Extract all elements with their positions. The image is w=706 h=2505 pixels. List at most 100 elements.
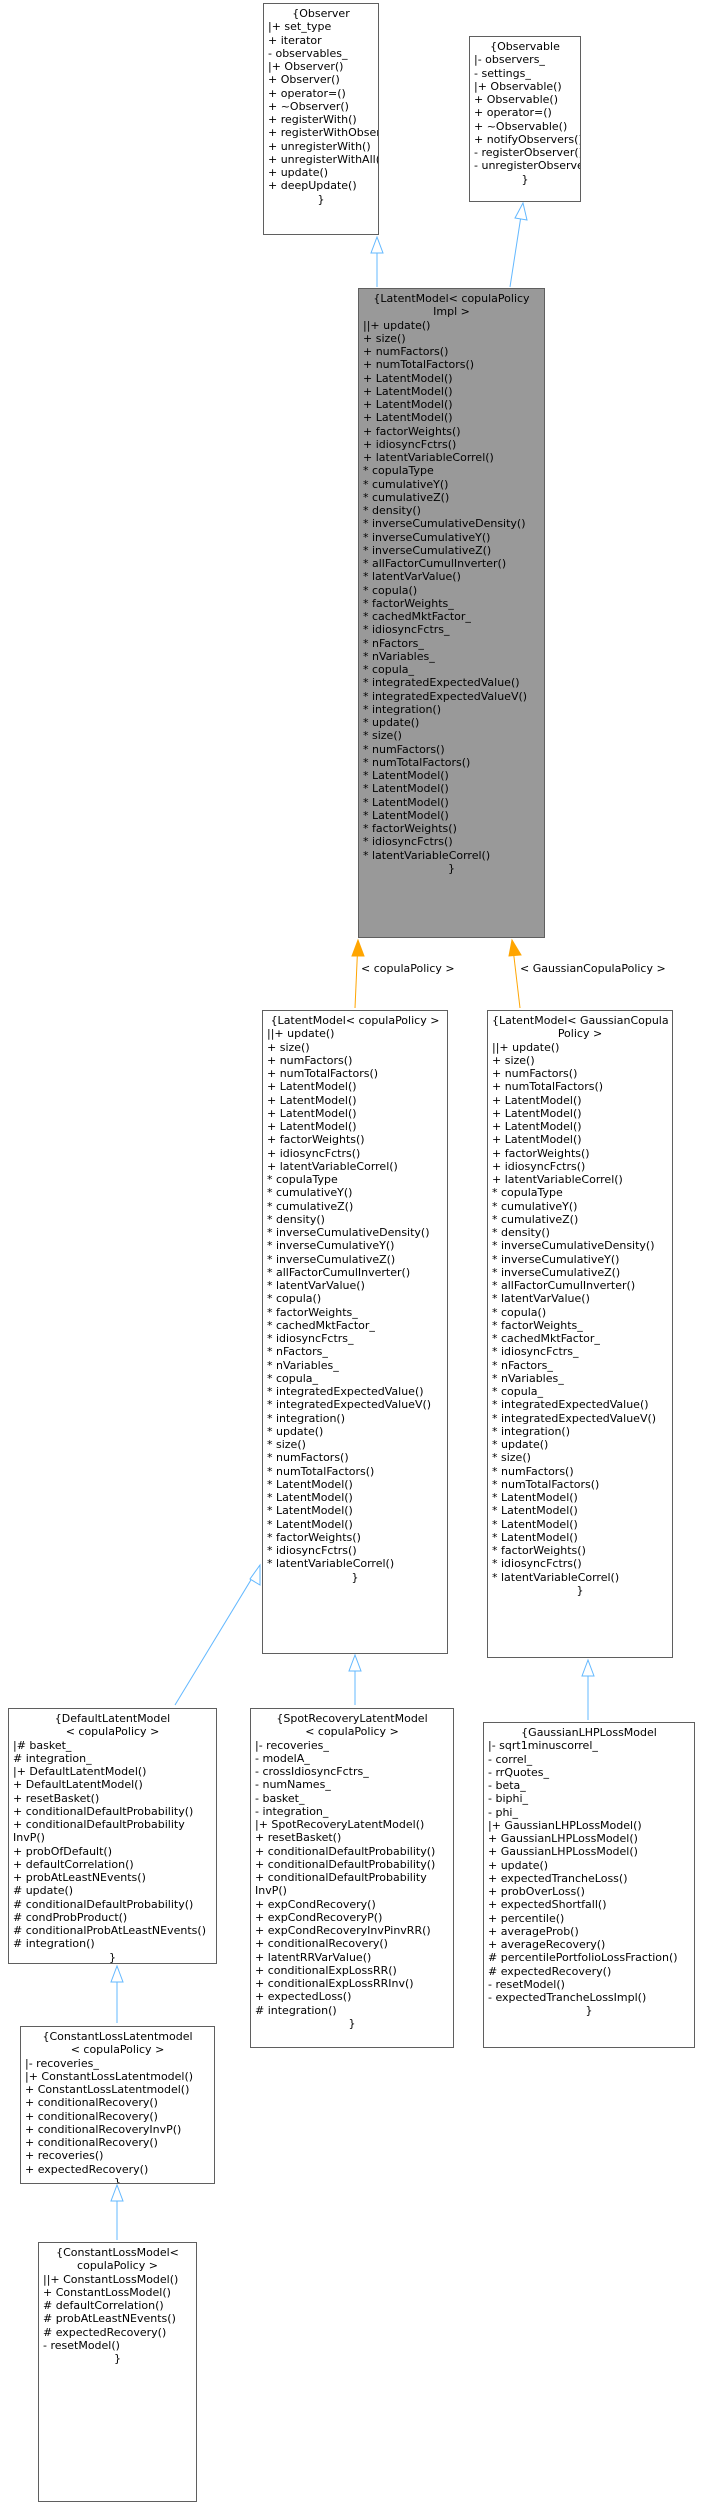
class-member: + update()	[268, 166, 329, 179]
class-default-latent-model[interactable]: {DefaultLatentModel < copulaPolicy >|# b…	[8, 1708, 217, 1964]
class-member: + registerWith()	[268, 113, 357, 126]
class-member: + averageRecovery()	[488, 1938, 606, 1951]
class-title: {DefaultLatentModel < copulaPolicy >	[54, 1712, 171, 1739]
edge-label-gaussian: < GaussianCopulaPolicy >	[520, 962, 666, 975]
class-member: * cumulativeZ()	[492, 1212, 579, 1226]
class-member: * cachedMktFactor_	[492, 1332, 600, 1345]
class-member: + defaultCorrelation()	[13, 1857, 134, 1871]
class-member: |- recoveries_	[255, 1738, 329, 1752]
class-member: InvP()	[13, 1831, 45, 1845]
class-member: + idiosyncFctrs()	[363, 437, 457, 451]
class-member: * inverseCumulativeDensity()	[267, 1226, 430, 1239]
class-member: + deepUpdate()	[268, 179, 357, 193]
class-member: |+ Observer()	[268, 60, 344, 73]
class-member: * integration()	[363, 702, 442, 716]
class-member: # percentilePortfolioLossFraction()	[488, 1951, 678, 1965]
class-member: + percentile()	[488, 1911, 565, 1925]
class-member: + ConstantLossLatentmodel()	[25, 2083, 190, 2096]
class-member: * factorWeights()	[267, 1530, 361, 1544]
class-member: * idiosyncFctrs_	[363, 623, 450, 637]
class-close-brace: }	[576, 1583, 584, 1597]
class-member: + ~Observer()	[268, 99, 349, 113]
edge-gaussian-lhp	[581, 1658, 595, 1720]
class-member: ||+ update()	[492, 1040, 560, 1054]
class-member: + probAtLeastNEvents()	[13, 1871, 146, 1884]
class-member: - numNames_	[255, 1778, 331, 1792]
class-observer[interactable]: {Observer|+ set_type+ iterator- observab…	[263, 3, 379, 235]
class-member: * integratedExpectedValueV()	[492, 1411, 657, 1425]
class-member: * LatentModel()	[363, 808, 449, 822]
class-member: * numFactors()	[267, 1451, 349, 1465]
class-member: + resetBasket()	[255, 1831, 342, 1845]
class-member: * size()	[492, 1451, 531, 1465]
class-member: + conditionalRecovery()	[25, 2136, 158, 2149]
class-gaussian-lhp-loss-model[interactable]: {GaussianLHPLossModel|- sqrt1minuscorrel…	[483, 1722, 695, 2048]
class-member: |+ GaussianLHPLossModel()	[488, 1818, 642, 1832]
class-member: + latentRRVarValue()	[255, 1950, 372, 1964]
class-member: * integratedExpectedValueV()	[267, 1398, 432, 1412]
class-member: + conditionalDefaultProbability()	[13, 1804, 194, 1818]
class-spot-recovery-latent-model[interactable]: {SpotRecoveryLatentModel < copulaPolicy …	[250, 1708, 454, 2048]
class-member: * copulaType	[492, 1186, 563, 1200]
class-member: * allFactorCumulInverter()	[267, 1265, 411, 1279]
class-member: + LatentModel()	[492, 1133, 582, 1147]
class-member: * numTotalFactors()	[267, 1464, 375, 1478]
class-member: * integration()	[267, 1411, 346, 1425]
class-member: + notifyObservers()	[474, 132, 581, 146]
class-member: + probOfDefault()	[13, 1844, 112, 1858]
class-member: * nFactors_	[267, 1345, 328, 1359]
class-member: + conditionalRecovery()	[25, 2096, 158, 2110]
class-latent-model-gaussian[interactable]: {LatentModel< GaussianCopula Policy >||+…	[487, 1010, 673, 1658]
class-constant-loss-model[interactable]: {ConstantLossModel< copulaPolicy >||+ Co…	[38, 2242, 197, 2502]
class-member: + numTotalFactors()	[492, 1080, 604, 1094]
class-member: * numTotalFactors()	[363, 755, 471, 769]
class-member: + operator=()	[268, 86, 346, 100]
class-member: + size()	[267, 1040, 310, 1054]
class-member: * latentVariableCorrel()	[267, 1557, 395, 1571]
class-close-brace: }	[448, 861, 455, 875]
class-member: * update()	[267, 1424, 324, 1438]
class-member: * inverseCumulativeY()	[267, 1239, 395, 1253]
class-title: {SpotRecoveryLatentModel < copulaPolicy …	[276, 1712, 428, 1739]
class-close-brace: }	[521, 172, 529, 186]
class-latent-model-impl[interactable]: {LatentModel< copulaPolicy Impl >||+ upd…	[358, 288, 545, 938]
class-member: * integratedExpectedValue()	[363, 676, 520, 690]
class-member: * update()	[363, 716, 420, 729]
class-member: InvP()	[255, 1884, 287, 1898]
class-member: - modelA_	[255, 1751, 310, 1765]
class-member: + conditionalDefaultProbability()	[255, 1857, 436, 1871]
class-member: + GaussianLHPLossModel()	[488, 1845, 638, 1859]
class-member: - resetModel()	[488, 1977, 565, 1991]
class-latent-model-copula[interactable]: {LatentModel< copulaPolicy >||+ update()…	[262, 1010, 448, 1654]
class-member: - resetModel()	[43, 2338, 120, 2352]
edge-observer	[370, 235, 384, 287]
class-member: * factorWeights_	[363, 596, 454, 610]
class-member: ||+ update()	[363, 318, 431, 332]
class-member: + expectedRecovery()	[25, 2162, 149, 2176]
class-member: * latentVarValue()	[267, 1279, 365, 1292]
class-member: - settings_	[474, 66, 531, 80]
class-member: * factorWeights_	[492, 1318, 583, 1332]
class-close-brace: }	[114, 2352, 121, 2365]
class-member: + ConstantLossModel()	[43, 2285, 171, 2299]
class-member: + registerWithObservables()	[268, 126, 378, 140]
class-member: |- observers_	[474, 53, 545, 67]
class-member: + conditionalRecoveryInvP()	[25, 2122, 182, 2136]
class-member: - correl_	[488, 1752, 533, 1766]
class-constant-loss-latent-model[interactable]: {ConstantLossLatentmodel < copulaPolicy …	[20, 2026, 215, 2184]
class-member: + conditionalExpLossRR()	[255, 1963, 397, 1977]
class-close-brace: }	[585, 2004, 593, 2018]
class-member: * copula()	[267, 1292, 322, 1306]
class-member: * idiosyncFctrs_	[492, 1345, 579, 1359]
class-observable[interactable]: {Observable|- observers_- settings_|+ Ob…	[469, 36, 581, 202]
class-member: + expectedLoss()	[255, 1990, 352, 2004]
class-member: - integration_	[255, 1804, 329, 1818]
class-member: |+ DefaultLatentModel()	[13, 1765, 147, 1778]
class-member: + factorWeights()	[492, 1146, 590, 1160]
class-member: * factorWeights_	[267, 1305, 358, 1319]
class-member: - biphi_	[488, 1792, 529, 1806]
class-member: * numTotalFactors()	[492, 1477, 600, 1491]
class-member: * idiosyncFctrs()	[363, 835, 453, 849]
class-member: * nVariables_	[363, 649, 435, 663]
class-member: * LatentModel()	[267, 1504, 353, 1518]
